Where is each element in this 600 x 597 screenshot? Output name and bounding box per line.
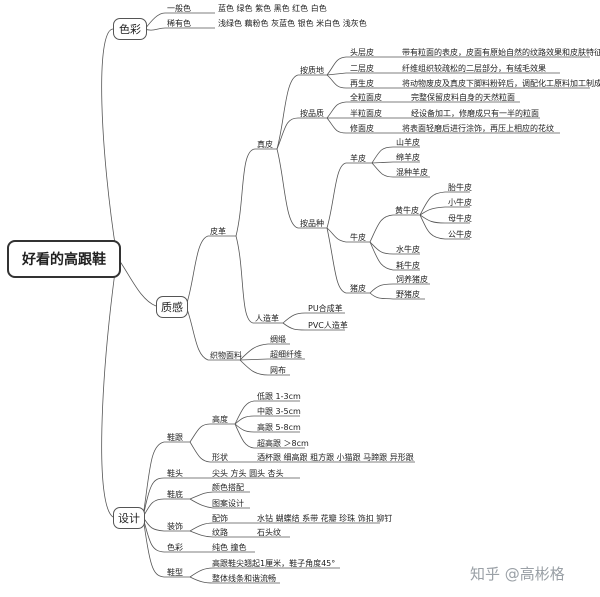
texture-branch-label: 质感	[161, 301, 183, 314]
texture-branch-node: 质感	[156, 296, 188, 318]
design-color-items: 纯色 撞色	[212, 543, 247, 552]
grade-item-desc: 完整保留皮料自身的天然粒面	[411, 93, 515, 102]
toe-items: 尖头 方头 圆头 杏头	[212, 469, 284, 478]
pattern-items: 石头纹	[257, 528, 281, 537]
silhouette-item: 整体线条和谐流畅	[212, 574, 276, 583]
accessories-label: 配饰	[212, 514, 228, 523]
silhouette-item: 高跟鞋尖翘起1厘米，鞋子角度45°	[212, 559, 336, 568]
sole-item: 图案设计	[212, 499, 244, 508]
fabric-label: 织物面料	[210, 351, 242, 360]
grade-item-name: 全粒面皮	[350, 93, 382, 102]
general-color-label: 一般色	[167, 4, 191, 13]
artificial-leather-label: 人造革	[255, 314, 279, 323]
real-leather-label: 真皮	[257, 140, 273, 149]
pig-item: 野猪皮	[396, 290, 420, 299]
rare-color-label: 稀有色	[167, 19, 191, 28]
accessories-items: 水钻 蝴蝶结 系带 花瓣 珍珠 饰扣 铆钉	[257, 514, 393, 523]
heel-height-label: 高度	[212, 415, 228, 424]
yellow-cow-label: 黄牛皮	[395, 206, 419, 215]
texture-item-desc: 带有粒面的表皮，皮面有原始自然的纹路效果和皮肤特征	[402, 48, 600, 57]
heel-shape-items: 酒杯跟 细高跟 粗方跟 小猫跟 马蹄跟 异形跟	[257, 453, 414, 462]
heel-height-item: 高跟 5-8cm	[257, 423, 301, 432]
toe-label: 鞋头	[167, 469, 183, 478]
decor-label: 装饰	[167, 522, 183, 531]
pig-leather-label: 猪皮	[350, 284, 366, 293]
by-texture-label: 按质地	[300, 66, 324, 75]
sheep-item: 山羊皮	[396, 138, 420, 147]
texture-item-desc: 将动物废皮及真皮下脚料粉碎后，调配化工原料加工制成	[402, 79, 600, 88]
grade-item-desc: 经设备加工，修磨成只有一半的粒面	[411, 109, 539, 118]
silhouette-label: 鞋型	[167, 568, 183, 577]
fabric-item: 绸缎	[270, 335, 286, 344]
artificial-item: PVC人造革	[308, 321, 348, 330]
cow-item: 水牛皮	[396, 245, 420, 254]
by-grade-label: 按品质	[300, 109, 324, 118]
texture-item-desc: 纤维组织较疏松的二层部分，有绒毛效果	[402, 64, 546, 73]
artificial-item: PU合成革	[308, 304, 343, 313]
cow-item: 耗牛皮	[396, 261, 420, 270]
yellow-cow-item: 胎牛皮	[448, 183, 472, 192]
sole-item: 颜色搭配	[212, 483, 244, 492]
cow-leather-label: 牛皮	[350, 233, 366, 242]
texture-item-name: 再生皮	[350, 79, 374, 88]
root-node: 好看的高跟鞋	[7, 240, 121, 278]
yellow-cow-item: 公牛皮	[448, 230, 472, 239]
heel-height-item: 超高跟 ＞8cm	[257, 439, 309, 448]
design-color-label: 色彩	[167, 543, 183, 552]
sheep-item: 绵羊皮	[396, 153, 420, 162]
texture-item-name: 二层皮	[350, 64, 374, 73]
watermark: 知乎 @高彬格	[470, 565, 565, 583]
grade-item-name: 半粒面皮	[350, 109, 382, 118]
fabric-item: 超细纤维	[270, 350, 302, 359]
fabric-item: 网布	[270, 366, 286, 375]
pig-item: 饲养猪皮	[396, 275, 428, 284]
design-branch-label: 设计	[118, 512, 140, 525]
pattern-label: 纹路	[212, 528, 228, 537]
heel-height-item: 低跟 1-3cm	[257, 392, 301, 401]
grade-item-name: 修面皮	[350, 124, 374, 133]
design-branch-node: 设计	[113, 507, 145, 529]
texture-item-name: 头层皮	[350, 48, 374, 57]
grade-item-desc: 将表面轻磨后进行涂饰，再压上相应的花纹	[402, 124, 554, 133]
sole-label: 鞋底	[167, 490, 183, 499]
by-species-label: 按品种	[300, 219, 324, 228]
heel-label: 鞋跟	[167, 433, 183, 442]
sheep-leather-label: 羊皮	[350, 154, 366, 163]
sheep-item: 混种羊皮	[396, 168, 428, 177]
root-label: 好看的高跟鞋	[22, 252, 106, 268]
rare-color-items: 浅绿色 藕粉色 灰蓝色 银色 米白色 浅灰色	[218, 19, 367, 28]
general-color-items: 蓝色 绿色 紫色 黑色 红色 白色	[218, 4, 327, 13]
color-branch-node: 色彩	[113, 18, 147, 40]
heel-shape-label: 形状	[212, 453, 228, 462]
yellow-cow-item: 小牛皮	[448, 198, 472, 207]
leather-label: 皮革	[210, 227, 226, 236]
yellow-cow-item: 母牛皮	[448, 214, 472, 223]
color-branch-label: 色彩	[119, 23, 141, 36]
heel-height-item: 中跟 3-5cm	[257, 407, 301, 416]
